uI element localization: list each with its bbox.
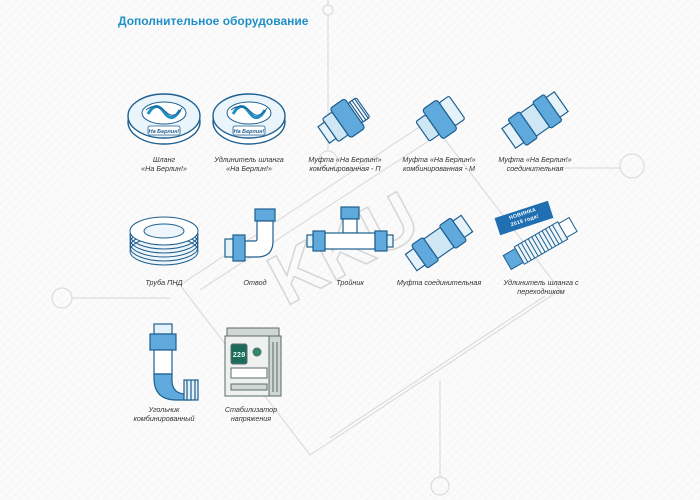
product-tee[interactable]: Тройник xyxy=(295,205,405,287)
corrugated-hose-icon xyxy=(502,216,578,271)
coupling-icon xyxy=(317,97,370,144)
caption: Труба ПНД xyxy=(145,278,183,287)
caption: Удлинитель шланга с переходником xyxy=(503,278,579,296)
hose-reel-icon: На Берлин! xyxy=(127,93,201,145)
caption: Муфта «На Берлин!» соединительная xyxy=(498,155,572,173)
product-pipe[interactable]: Труба ПНД xyxy=(109,205,219,287)
caption: Муфта «На Берлин!» комбинированная - М xyxy=(402,155,476,173)
svg-text:На Берлин!: На Берлин! xyxy=(149,129,180,135)
caption: Стабилизатор напряжения xyxy=(224,405,278,423)
caption: Муфта соединительная xyxy=(396,278,482,287)
coupling-icon xyxy=(404,214,474,272)
svg-text:На Берлин!: На Берлин! xyxy=(234,129,265,135)
voltage-stabilizer-icon: 220 xyxy=(224,327,282,397)
hose-reel-icon: На Берлин! xyxy=(212,93,286,145)
caption: Отвод xyxy=(243,278,267,287)
product-elbow[interactable]: Отвод xyxy=(200,205,310,287)
pipe-coil-icon xyxy=(129,216,199,266)
angle-fitting-icon xyxy=(149,323,199,401)
caption: Тройник xyxy=(336,278,364,287)
caption: Шланг «На Берлин!» xyxy=(141,155,187,173)
caption: Угольник комбинированный xyxy=(133,405,195,423)
product-coupling-joint[interactable]: Муфта соединительная xyxy=(384,205,494,287)
coupling-icon xyxy=(415,96,465,142)
product-hose-extension[interactable]: На Берлин! Удлинитель шланга «На Берлин!… xyxy=(194,82,304,173)
caption: Муфта «На Берлин!» комбинированная - П xyxy=(308,155,382,173)
product-angle-fitting[interactable]: Угольник комбинированный xyxy=(109,322,219,423)
caption: Удлинитель шланга «На Берлин!» xyxy=(214,155,284,173)
product-hose[interactable]: На Берлин! Шланг «На Берлин!» xyxy=(109,82,219,173)
product-coupling-m[interactable]: Муфта «На Берлин!» комбинированная - М xyxy=(384,82,494,173)
elbow-icon xyxy=(224,208,276,262)
product-voltage-stabilizer[interactable]: 220 Стабилизатор напряжения xyxy=(196,322,306,423)
product-hose-extension-adapter[interactable]: Удлинитель шланга с переходником xyxy=(486,205,596,296)
page-title: Дополнительное оборудование xyxy=(118,14,309,28)
coupling-icon xyxy=(501,90,569,150)
product-coupling-connecting[interactable]: Муфта «На Берлин!» соединительная xyxy=(480,82,590,173)
product-coupling-p[interactable]: Муфта «На Берлин!» комбинированная - П xyxy=(290,82,400,173)
stabilizer-display: 220 xyxy=(233,352,246,360)
tee-icon xyxy=(306,206,394,252)
